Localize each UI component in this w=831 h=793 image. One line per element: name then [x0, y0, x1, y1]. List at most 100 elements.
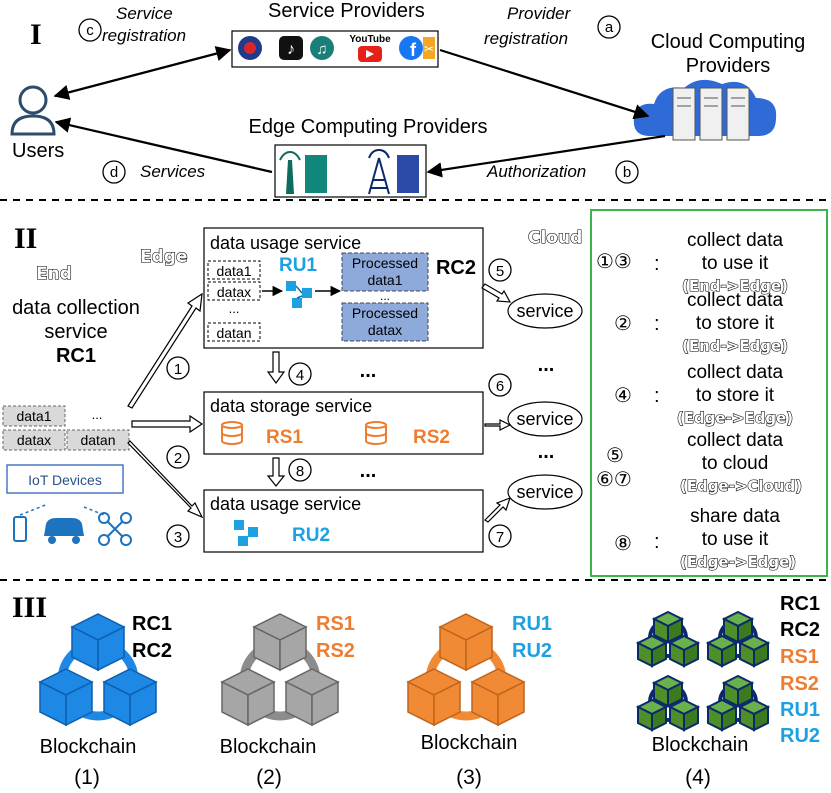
cloud-service-1-label: service — [516, 301, 573, 321]
legend-entry-3: ④ : collect data to store it (Edge->Edge… — [614, 362, 794, 428]
services-label: Services — [140, 162, 206, 181]
legend-line1-4: collect data — [687, 430, 784, 451]
chain3-label-ru1: RU1 — [512, 613, 552, 635]
svg-text:1: 1 — [174, 361, 182, 378]
section-3-label: III — [12, 591, 47, 624]
service-registration-label-line2: registration — [102, 26, 186, 45]
device-data-1: data1 — [16, 408, 51, 424]
chain4-label-rs2: RS2 — [780, 673, 819, 695]
chain3-label-ru2: RU2 — [512, 640, 552, 662]
legend-markers-4b: ⑥⑦ — [596, 469, 632, 491]
section-2-label: II — [14, 222, 37, 255]
svg-text:4: 4 — [296, 367, 304, 384]
blockchain-caption-4: Blockchain — [652, 734, 749, 756]
cloud-service-2-label: service — [516, 409, 573, 429]
svg-text:8: 8 — [296, 463, 304, 480]
cloud-providers-label-line2: Providers — [686, 55, 770, 77]
chain1-label-rc2: RC2 — [132, 640, 172, 662]
svg-text:d: d — [110, 164, 118, 181]
processed-data1-line1: Processed — [352, 255, 418, 271]
end-label: End — [36, 264, 72, 284]
legend-line1-2: collect data — [687, 290, 784, 311]
legend-entry-1: ①③ : collect data to use it (End->Edge) — [596, 230, 789, 296]
device-data-ellipsis: ... — [92, 407, 103, 422]
blockchain-caption-2: Blockchain — [220, 736, 317, 758]
legend-markers-5: ⑧ — [614, 533, 632, 555]
data-item-1: data1 — [216, 263, 251, 279]
cloud-label: Cloud — [528, 228, 582, 248]
data-usage-service-box-2: data usage service RU2 — [203, 489, 484, 553]
section-3: III RC1 RC2 RS1 RS2 — [12, 591, 820, 789]
section-2: II End Edge Cloud data collection servic… — [2, 222, 583, 553]
ellipsis-1: ... — [360, 360, 377, 382]
data-storage-service-box: data storage service RS1 RS2 — [203, 391, 484, 455]
chain4-label-rc2: RC2 — [780, 619, 820, 641]
device-data-cells: data1 ... datax datan — [2, 405, 130, 451]
processed-datax-line1: Processed — [352, 305, 418, 321]
blockchain-caption-3: Blockchain — [421, 732, 518, 754]
data-collection-service-line2: service — [44, 321, 107, 343]
legend-entry-5: ⑧ : share data to use it (Edge->Edge) — [614, 506, 797, 572]
data-storage-service-title: data storage service — [210, 396, 372, 416]
legend-line2-2: to store it — [696, 313, 775, 334]
youtube-icon: YouTube — [349, 34, 391, 62]
chain4-label-rc1: RC1 — [780, 593, 820, 615]
legend-colon-2: : — [654, 313, 660, 335]
svg-text:6: 6 — [496, 378, 504, 395]
authorization-label: Authorization — [486, 162, 586, 181]
legend-markers-4a: ⑤ — [606, 445, 624, 467]
provider-registration-arrow — [439, 48, 650, 120]
marker-c: c — [78, 18, 102, 42]
chain2-label-rs1: RS1 — [316, 613, 355, 635]
blockchain-index-2: (2) — [256, 766, 282, 789]
legend-line1-3: collect data — [687, 362, 784, 383]
svg-text:a: a — [605, 19, 614, 36]
circle-number-1: 1 — [166, 356, 190, 380]
blockchain-caption-1: Blockchain — [40, 736, 137, 758]
process-flow-icon-2 — [234, 520, 258, 546]
marker-b: b — [615, 160, 639, 184]
process-flow-icon — [286, 281, 312, 308]
scissors-app-icon — [423, 37, 435, 59]
service-providers-box: ♪ ♫ YouTube f ✂ — [231, 30, 439, 68]
iot-devices-box — [6, 464, 124, 494]
data-item-n: datan — [216, 325, 251, 341]
rs2-label: RS2 — [413, 427, 450, 448]
chain2-label-rs2: RS2 — [316, 640, 355, 662]
section-1: I Users Service Providers ♪ ♫ YouTube f — [10, 0, 806, 198]
users-to-providers-arrow — [53, 46, 232, 100]
legend-line3-2: (End->Edge) — [682, 337, 788, 355]
cloud-service-2: service — [507, 401, 583, 437]
rc2-label: RC2 — [436, 257, 476, 279]
legend-line2-5: to use it — [702, 529, 769, 550]
user-icon — [10, 85, 56, 136]
legend-markers-1: ①③ — [596, 251, 632, 273]
circle-number-8: 8 — [288, 458, 312, 482]
data-usage-service-title-1: data usage service — [210, 233, 361, 253]
svg-text:5: 5 — [496, 263, 504, 280]
processed-ellipsis: ... — [380, 289, 390, 303]
music-app-icon — [310, 36, 334, 60]
blockchain-icon-2 — [221, 613, 339, 726]
circle-number-4: 4 — [288, 362, 312, 386]
radio-antenna-icon — [279, 151, 301, 194]
legend-line2-3: to store it — [696, 385, 775, 406]
blockchain-icon-1 — [39, 613, 157, 726]
svg-text:YouTube: YouTube — [349, 34, 391, 45]
edge-server-icon — [305, 155, 327, 193]
data-item-ellipsis: ... — [229, 301, 240, 316]
blockchain-index-3: (3) — [456, 766, 482, 789]
device-data-n: datan — [80, 432, 115, 448]
circle-number-6: 6 — [488, 373, 512, 397]
edge-server-icon-2 — [397, 155, 419, 193]
section-1-label: I — [30, 18, 42, 51]
edge-providers-box — [274, 144, 427, 198]
iot-device-icons — [13, 503, 132, 546]
cloud-service-3: service — [507, 474, 583, 510]
svg-text:7: 7 — [496, 529, 504, 546]
legend-line3-3: (Edge->Edge) — [677, 409, 793, 427]
data-item-x: datax — [217, 284, 251, 300]
rc1-label: RC1 — [56, 345, 96, 367]
cloud-providers-label-line1: Cloud Computing — [651, 31, 806, 53]
